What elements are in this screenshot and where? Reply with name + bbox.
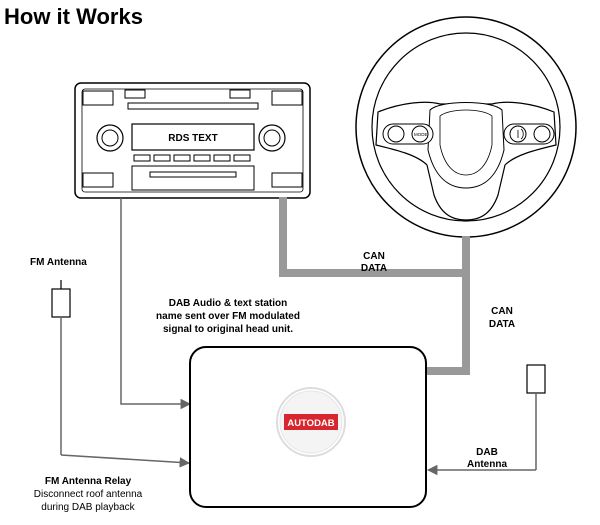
svg-text:DATA: DATA <box>489 319 515 330</box>
can-data-top-label: CAN DATA <box>361 251 387 274</box>
svg-text:during DAB playback: during DAB playback <box>41 502 135 513</box>
page-title: How it Works <box>4 4 143 29</box>
rds-display <box>131 123 255 151</box>
svg-text:CAN: CAN <box>491 306 513 317</box>
dab-antenna-label: DAB Antenna <box>467 447 507 470</box>
svg-text:FM Antenna Relay: FM Antenna Relay <box>45 476 132 487</box>
dab-fm-signal-note: DAB Audio & text station name sent over … <box>156 298 300 335</box>
svg-text:CAN: CAN <box>363 251 385 262</box>
fm-relay-label: FM Antenna Relay Disconnect roof antenna… <box>34 476 143 513</box>
wheel-left-controls: MODE <box>382 123 434 145</box>
fm-antenna-label: FM Antenna <box>30 257 87 268</box>
preset-buttons <box>133 154 251 162</box>
fm-antenna <box>51 280 191 468</box>
rds-display-text: RDS TEXT <box>168 133 217 144</box>
autodab-module: AUTODAB <box>189 346 427 508</box>
autodab-logo <box>284 414 338 430</box>
steering-wheel: MODE <box>355 16 577 238</box>
svg-text:Antenna: Antenna <box>467 459 507 470</box>
can-data-right-label: CAN DATA <box>489 306 515 330</box>
can-bus-cable <box>279 197 470 375</box>
right-knob <box>258 124 286 152</box>
autodab-logo-text: AUTODAB <box>287 418 334 429</box>
svg-text:name sent over FM modulated: name sent over FM modulated <box>156 311 300 322</box>
dab-antenna <box>426 364 546 476</box>
left-knob <box>96 124 124 152</box>
svg-text:DAB: DAB <box>476 447 498 458</box>
svg-text:signal to original head unit.: signal to original head unit. <box>163 324 293 335</box>
svg-text:DATA: DATA <box>361 263 387 274</box>
head-unit: RDS TEXT <box>74 82 311 199</box>
fm-signal-line <box>120 198 192 410</box>
wheel-right-controls <box>503 123 555 145</box>
mode-button-label: MODE <box>414 132 428 137</box>
svg-text:DAB Audio & text station: DAB Audio & text station <box>169 298 288 309</box>
svg-text:Disconnect roof antenna: Disconnect roof antenna <box>34 489 143 500</box>
